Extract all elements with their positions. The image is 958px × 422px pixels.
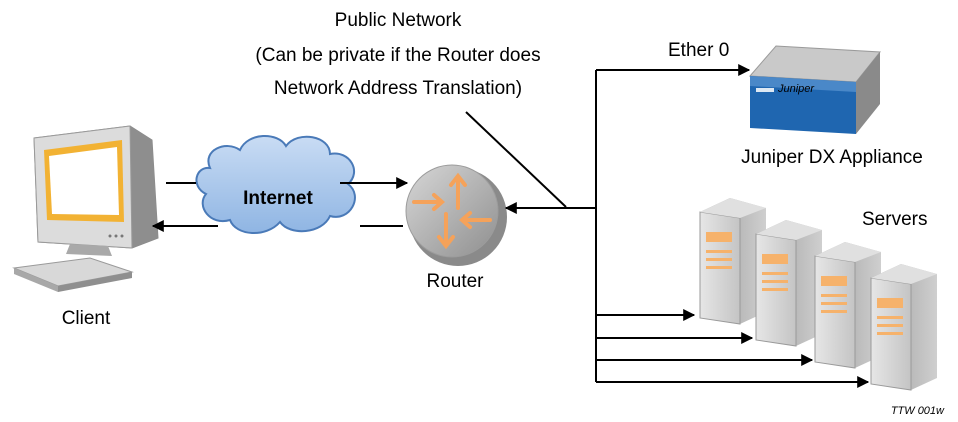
client-computer-icon [12, 125, 159, 292]
figure-id: TTW 001w [891, 405, 945, 417]
public-network-note-line1: (Can be private if the Router does [255, 45, 540, 66]
internet-label: Internet [243, 188, 313, 209]
client-label: Client [62, 308, 111, 329]
server-tower-icon [870, 264, 937, 391]
appliance-label: Juniper DX Appliance [741, 147, 923, 168]
callout-line [465, 111, 567, 208]
server-tower-icon [699, 198, 766, 325]
router-label: Router [426, 271, 484, 292]
appliance-badge: Juniper [777, 83, 815, 95]
public-network-note-line2: Network Address Translation) [274, 78, 522, 99]
public-network-label: Public Network [335, 10, 462, 31]
server-tower-icon [814, 242, 881, 369]
server-tower-icon [755, 220, 822, 347]
router-icon [405, 164, 507, 266]
juniper-dx-appliance-icon [748, 45, 881, 134]
ether0-label: Ether 0 [668, 40, 729, 61]
internet-cloud-icon [195, 134, 356, 235]
servers-label: Servers [862, 209, 927, 230]
